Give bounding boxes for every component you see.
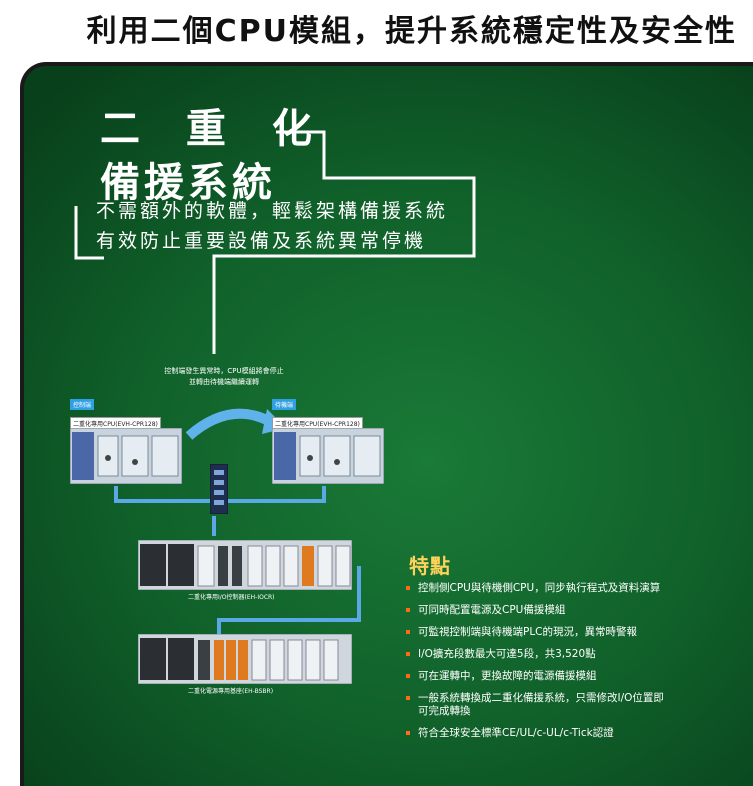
features-list: 控制側CPU與待機側CPU，同步執行程式及資料演算 可同時配置電源及CPU備援模… [404,582,664,749]
io-controller-caption: 二重化專用I/O控制器(EH-IOCR) [188,594,275,601]
power-base-rack-image [138,634,352,684]
bullet-icon [406,696,410,700]
bullet-icon [406,652,410,656]
io-rack-image [138,540,352,590]
network-switch-image [210,464,228,514]
features-title: 特點 [409,554,451,578]
bullet-icon [406,731,410,735]
control-tag: 控制端 [70,399,95,410]
bullet-icon [406,630,410,634]
cpu-module-right-image [272,428,384,484]
feature-item: 可監視控制端與待機端PLC的現況，異常時警報 [404,626,664,639]
bullet-icon [406,608,410,612]
diagram-note-line-1: 控制端發生異常時，CPU模組將會停止 [164,367,284,375]
feature-item: 一般系統轉換成二重化備援系統，只需修改I/O位置即可完成轉換 [404,692,664,718]
power-base-caption: 二重化電源專用基座(EH-BSBR) [188,688,274,695]
title-line-2: 備援系統 [100,160,276,206]
diagram-note-line-2: 並轉由待機端繼續運轉 [189,378,259,386]
feature-item: I/O擴充段數最大可達5段，共3,520點 [404,648,664,661]
bullet-icon [406,586,410,590]
redundancy-panel: 二 重 化 備援系統 不需額外的軟體，輕鬆架構備援系統 有效防止重要設備及系統異… [20,62,753,786]
cpu-module-left-image [70,428,182,484]
bullet-icon [406,674,410,678]
feature-item-continuation: 可完成轉換 [418,705,471,717]
subtitle-line-1: 不需額外的軟體，輕鬆架構備援系統 [96,200,449,222]
subtitle-line-2: 有效防止重要設備及系統異常停機 [96,230,427,252]
title-line-1: 二 重 化 [100,106,328,152]
feature-item: 控制側CPU與待機側CPU，同步執行程式及資料演算 [404,582,664,595]
standby-tag: 待機端 [272,399,297,410]
callout-lines [74,130,476,656]
feature-item: 可在運轉中，更換故障的電源備援模組 [404,670,664,683]
page-headline: 利用二個CPU模組，提升系統穩定性及安全性 [86,14,737,49]
feature-item: 可同時配置電源及CPU備援模組 [404,604,664,617]
feature-item: 符合全球安全標準CE/UL/c-UL/c-Tick認證 [404,727,664,740]
